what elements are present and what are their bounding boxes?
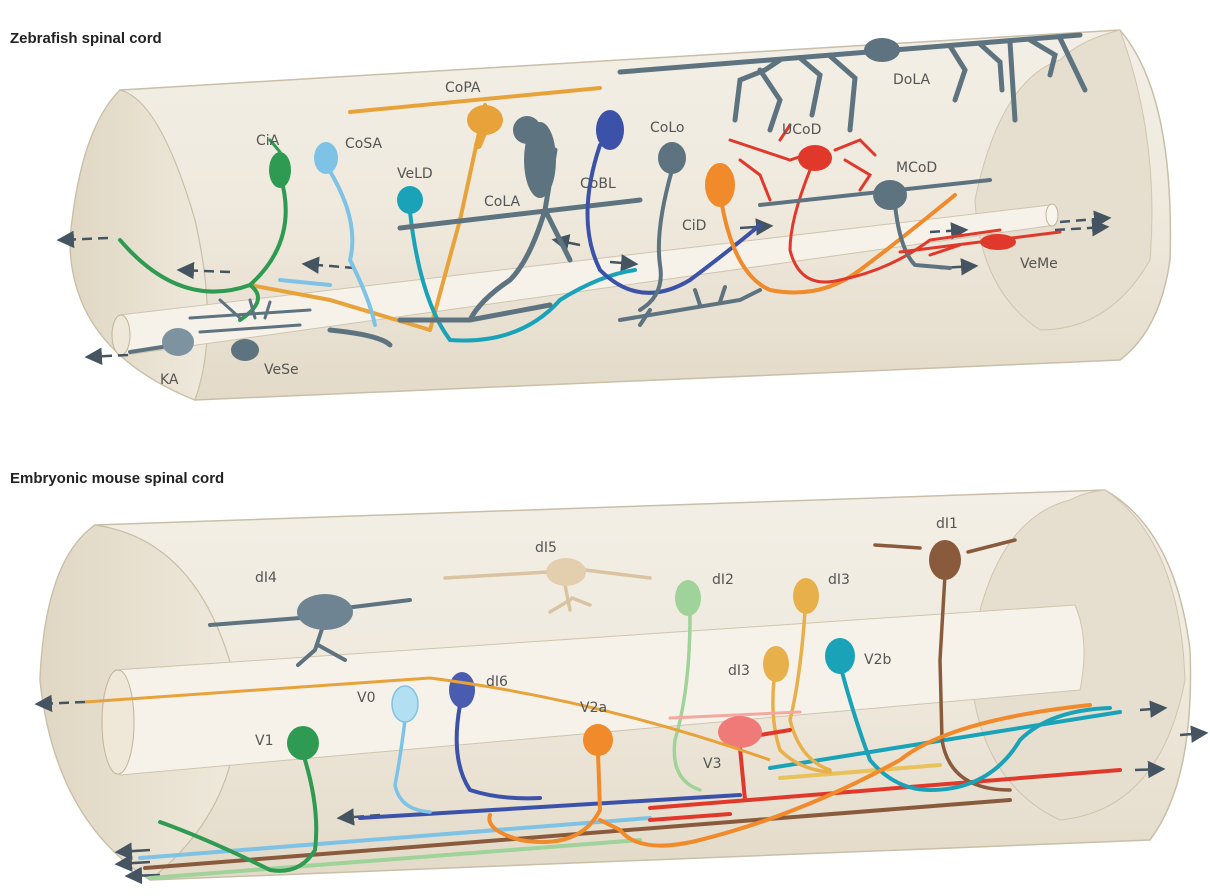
label-vese: VeSe [264,362,299,378]
label-v0: V0 [357,690,375,706]
label-dola: DoLA [893,72,930,88]
label-colo: CoLo [650,120,684,136]
label-di6: dI6 [486,674,508,690]
label-v2b: V2b [864,652,891,668]
label-di3-upper: dI3 [828,572,850,588]
label-di3-lower: dI3 [728,663,750,679]
label-cobl: CoBL [580,176,616,192]
label-cia: CiA [256,133,280,149]
label-mcod: MCoD [896,160,937,176]
label-ka: KA [160,372,179,388]
mouse-panel: dI1 dI5 dI4 dI2 dI3 dI3 dI6 V0 V1 V2a V2… [38,490,1205,880]
label-cosa: CoSA [345,136,382,152]
label-di5: dI5 [535,540,557,556]
label-copa: CoPA [445,80,481,96]
label-di4: dI4 [255,570,277,586]
label-di2: dI2 [712,572,734,588]
zebrafish-panel: CoPA CiA CoSA VeLD CoLA CoBL CoLo UCoD D… [60,30,1170,400]
label-ucod: UCoD [782,122,821,138]
label-veme: VeMe [1020,256,1058,272]
label-v3: V3 [703,756,721,772]
label-v1: V1 [255,733,273,749]
label-cid: CiD [682,218,706,234]
label-di1: dI1 [936,516,958,532]
label-v2a: V2a [580,700,607,716]
label-veld: VeLD [397,166,433,182]
label-cola: CoLA [484,194,520,210]
